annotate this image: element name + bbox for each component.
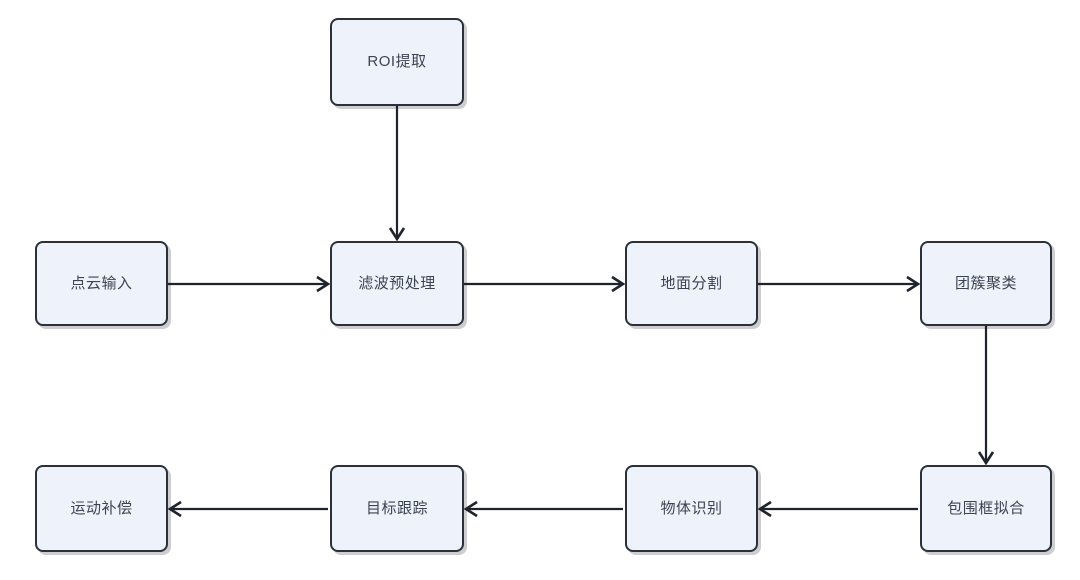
node-label-track: 目标跟踪 <box>365 499 428 517</box>
node-ground[interactable]: 地面分割 <box>625 241 758 326</box>
node-recognize[interactable]: 物体识别 <box>625 465 758 552</box>
node-label-cluster: 团簇聚类 <box>954 274 1017 292</box>
node-label-roi: ROI提取 <box>367 53 427 70</box>
node-bbox[interactable]: 包围框拟合 <box>920 465 1052 552</box>
node-filter[interactable]: 滤波预处理 <box>330 241 464 326</box>
edge-e-recognize-track <box>463 500 623 518</box>
edge-e-cluster-bbox <box>977 326 995 466</box>
node-label-bbox: 包围框拟合 <box>947 499 1025 517</box>
edge-arrowhead <box>906 275 921 293</box>
edge-arrowhead <box>463 500 478 518</box>
edge-arrowhead <box>167 500 182 518</box>
node-label-input: 点云输入 <box>70 274 133 292</box>
edge-arrowhead <box>977 451 995 466</box>
node-roi[interactable]: ROI提取 <box>330 18 464 106</box>
edge-arrowhead <box>316 275 331 293</box>
node-track[interactable]: 目标跟踪 <box>330 465 464 552</box>
node-cluster[interactable]: 团簇聚类 <box>920 241 1052 326</box>
edge-arrowhead <box>388 227 406 242</box>
edge-e-track-motion <box>167 500 328 518</box>
node-motion[interactable]: 运动补偿 <box>35 465 168 552</box>
node-label-recognize: 物体识别 <box>660 499 723 517</box>
edge-e-input-filter <box>168 275 331 293</box>
edge-e-filter-ground <box>464 275 626 293</box>
node-input[interactable]: 点云输入 <box>35 241 168 326</box>
edge-arrowhead <box>611 275 626 293</box>
edge-e-ground-cluster <box>758 275 921 293</box>
node-label-ground: 地面分割 <box>660 274 723 292</box>
node-label-motion: 运动补偿 <box>70 499 133 517</box>
edge-arrowhead <box>757 500 772 518</box>
node-label-filter: 滤波预处理 <box>358 274 436 292</box>
edge-e-bbox-recognize <box>757 500 918 518</box>
edge-e-roi-filter <box>388 106 406 242</box>
